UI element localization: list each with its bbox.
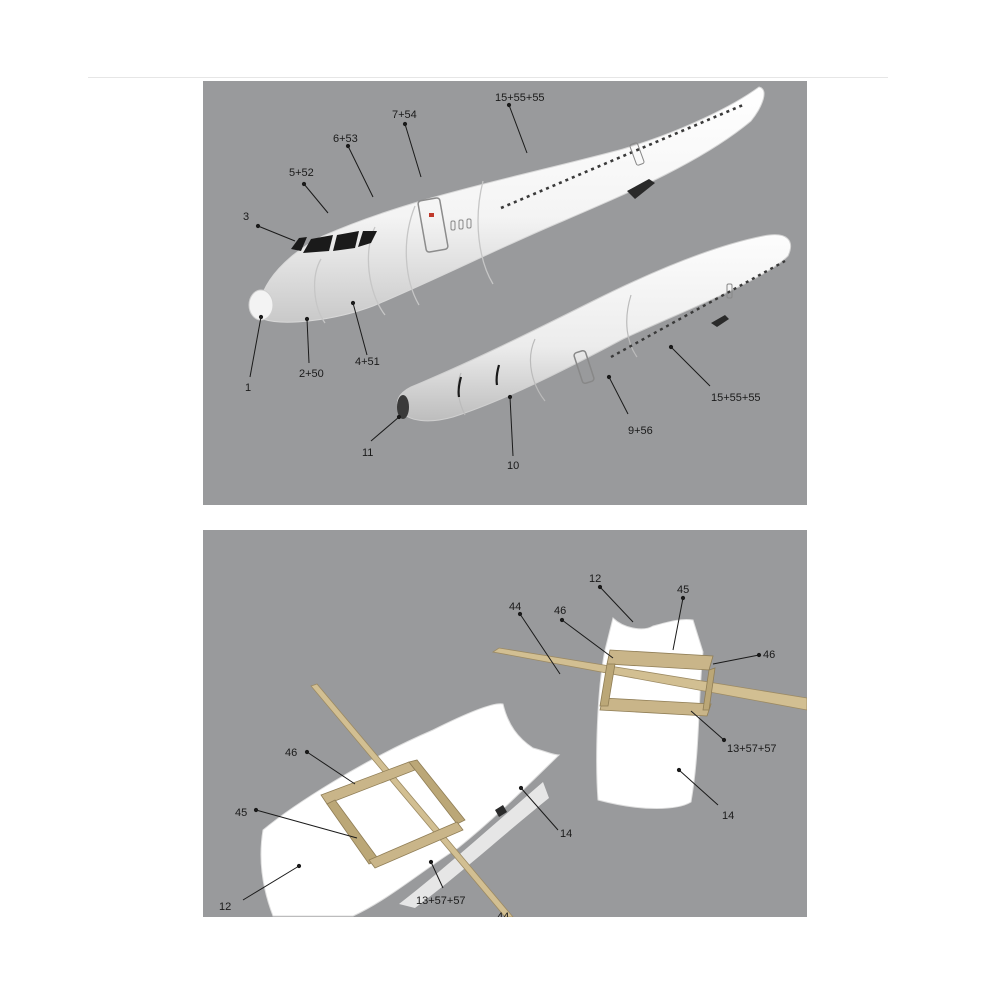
fuselage-assembly-panel: 1 2+50 3 4+51 5+52 6+53 7+54 15+55+55 15… <box>203 81 807 505</box>
label-13-57-57-right: 13+57+57 <box>727 743 777 755</box>
cockpit-window-4 <box>358 231 377 247</box>
label-3: 3 <box>243 211 249 223</box>
cargo-hatch <box>627 179 655 199</box>
wingbox-detail-panel: 12 45 44 46 46 13+57+57 14 46 45 14 12 1… <box>203 530 807 917</box>
label-9-56: 9+56 <box>628 425 653 437</box>
aft-door-front-section <box>629 142 645 166</box>
front-door <box>417 197 449 253</box>
label-46-right-b: 46 <box>763 649 775 661</box>
lying-frame-bottom <box>368 821 464 869</box>
label-4-51: 4+51 <box>355 356 380 368</box>
rear-seam-15 <box>626 294 638 358</box>
label-14-right: 14 <box>722 810 734 822</box>
wingbox-upright-assembly <box>491 617 807 809</box>
lying-side-panel <box>399 782 549 908</box>
label-14-left: 14 <box>560 828 572 840</box>
label-45-left: 45 <box>235 807 247 819</box>
tail-cone-apu <box>397 395 409 419</box>
cockpit-window-1 <box>291 237 307 251</box>
rear-window-row <box>610 259 786 359</box>
seam-7 <box>477 180 494 285</box>
label-5-52: 5+52 <box>289 167 314 179</box>
label-11: 11 <box>362 447 373 459</box>
label-12-left: 12 <box>219 901 231 913</box>
label-2-50: 2+50 <box>299 368 324 380</box>
lying-skin-12 <box>260 703 561 917</box>
rear-overwing-exit <box>726 283 733 299</box>
tail-mark-left <box>457 376 463 398</box>
cockpit-window-2 <box>303 235 333 253</box>
label-7-54: 7+54 <box>392 109 417 121</box>
label-13-57-57-left: 13+57+57 <box>416 895 466 907</box>
forward-windows <box>450 218 472 231</box>
rear-seam-9 <box>529 338 546 402</box>
label-44-left: 44 <box>497 911 509 917</box>
upright-frame-right <box>702 667 716 711</box>
label-46-left: 46 <box>285 747 297 759</box>
wingbox-lying-assembly <box>260 683 561 917</box>
rear-fuselage-body <box>396 234 792 422</box>
label-45-right: 45 <box>677 584 689 596</box>
bottom-leader-lines <box>242 584 762 901</box>
label-1: 1 <box>245 382 251 394</box>
label-15-55-55-front: 15+55+55 <box>495 92 545 104</box>
lying-frame-right <box>408 759 466 825</box>
page-divider-line <box>88 77 888 78</box>
passenger-window-row <box>500 103 744 210</box>
label-12-right: 12 <box>589 573 601 585</box>
rear-door <box>573 349 595 385</box>
wingbox-detail-illustration: 12 45 44 46 46 13+57+57 14 46 45 14 12 1… <box>219 573 807 917</box>
door-handle-marker <box>429 213 434 217</box>
label-10: 10 <box>507 460 519 472</box>
seam-6 <box>405 205 420 306</box>
cockpit-windows <box>291 231 377 253</box>
label-46-right-a: 46 <box>554 605 566 617</box>
tail-mark-right <box>495 364 501 386</box>
upright-frame-left <box>599 663 616 707</box>
lying-hatch <box>495 805 507 817</box>
leader-lines <box>249 102 711 457</box>
label-6-53: 6+53 <box>333 133 358 145</box>
upright-spar-44 <box>491 647 807 711</box>
label-15-55-55-rear: 15+55+55 <box>711 392 761 404</box>
label-44-right: 44 <box>509 601 521 613</box>
rear-fuselage <box>396 234 792 422</box>
rear-hatch <box>711 315 729 327</box>
seam-2 <box>313 258 326 324</box>
fuselage-assembly-illustration: 1 2+50 3 4+51 5+52 6+53 7+54 15+55+55 15… <box>243 86 792 472</box>
cockpit-window-3 <box>333 231 359 251</box>
front-fuselage <box>248 86 765 324</box>
nose-cone <box>248 289 274 321</box>
